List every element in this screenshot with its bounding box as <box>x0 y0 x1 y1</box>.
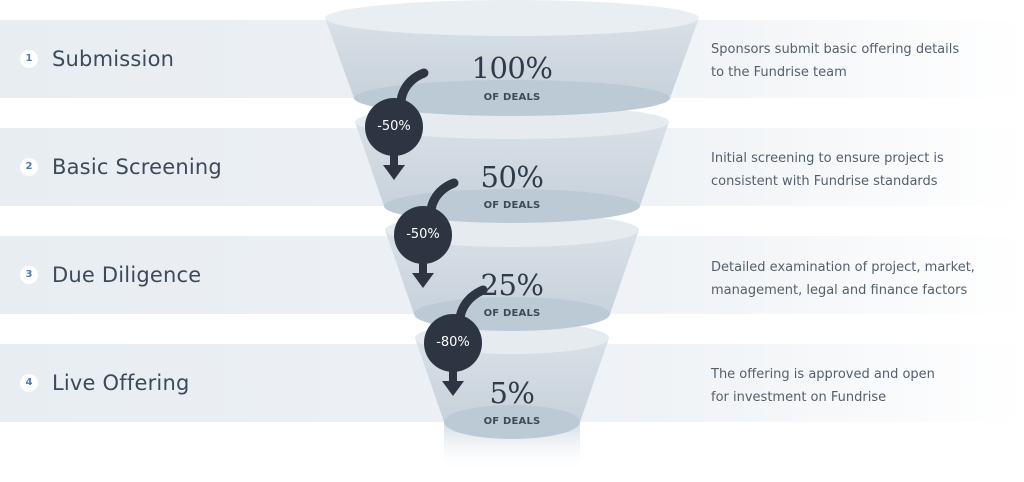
description-line: for investment on Fundrise <box>711 390 887 405</box>
drop-indicator-1 <box>365 68 429 180</box>
stage-unit: OF DEALS <box>483 92 541 103</box>
description-line: consistent with Fundrise standards <box>711 174 938 189</box>
stage-number-badge: 1 <box>20 50 38 68</box>
description-line: Detailed examination of project, market, <box>711 260 975 275</box>
stage-percent: 50% <box>480 160 544 194</box>
description-line: to the Fundrise team <box>711 65 847 80</box>
stage-description-due-diligence: Detailed examination of project, market,… <box>711 256 1011 302</box>
stage-number-badge: 3 <box>20 266 38 284</box>
description-line: Sponsors submit basic offering details <box>711 42 960 57</box>
description-line: Initial screening to ensure project is <box>711 151 944 166</box>
stage-number-badge: 4 <box>20 374 38 392</box>
stage-label: Submission <box>52 47 175 71</box>
drop-label: -50% <box>377 119 411 134</box>
description-line: The offering is approved and open <box>711 367 935 382</box>
stage-label: Live Offering <box>52 371 190 395</box>
stage-percent: 5% <box>489 376 535 410</box>
stage-unit: OF DEALS <box>483 308 541 319</box>
stage-description-submission: Sponsors submit basic offering details t… <box>711 38 1011 84</box>
stage-label: Due Diligence <box>52 263 202 287</box>
stage-number-badge: 2 <box>20 158 38 176</box>
stage-label: Basic Screening <box>52 155 222 179</box>
stage-percent: 100% <box>471 51 553 85</box>
drop-indicator-2 <box>394 178 459 288</box>
stage-description-live-offering: The offering is approved and open for in… <box>711 363 1011 409</box>
drop-label: -80% <box>436 335 470 350</box>
stage-unit: OF DEALS <box>483 416 541 427</box>
description-line: management, legal and finance factors <box>711 283 968 298</box>
drop-label: -50% <box>406 227 440 242</box>
stage-unit: OF DEALS <box>483 200 541 211</box>
stage-percent: 25% <box>480 268 544 302</box>
drop-indicator-3 <box>424 285 488 396</box>
stage-description-basic-screening: Initial screening to ensure project is c… <box>711 147 1011 193</box>
